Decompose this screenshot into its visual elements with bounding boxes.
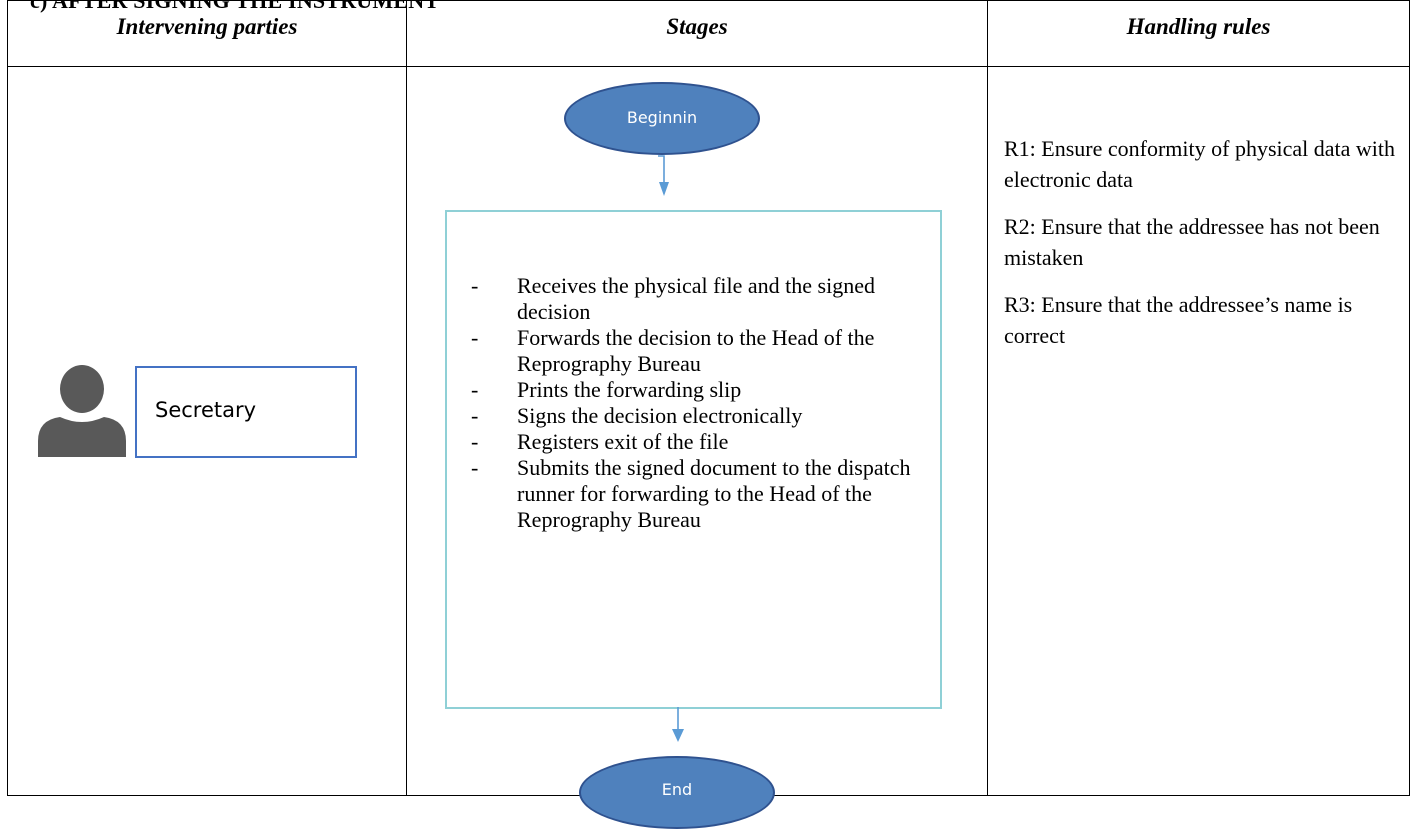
list-item: -Forwards the decision to the Head of th… <box>471 325 875 376</box>
list-item: -Prints the forwarding slip <box>471 377 742 402</box>
table-border-left <box>7 0 8 796</box>
arrow-process-to-end <box>672 707 684 742</box>
list-item: -Registers exit of the file <box>471 429 729 454</box>
table-border-col2 <box>987 0 988 796</box>
role-box: Secretary <box>135 366 357 458</box>
table-border-right <box>1409 0 1410 796</box>
table-border-top <box>7 0 1410 1</box>
table-border-header-bottom <box>7 66 1410 67</box>
rule-r2: R2: Ensure that the addressee has not be… <box>1004 214 1380 270</box>
handling-rules: R1: Ensure conformity of physical data w… <box>1004 133 1399 367</box>
rule-r3: R3: Ensure that the addressee’s name is … <box>1004 292 1353 348</box>
start-label: Beginnin <box>626 108 698 127</box>
process-box: -Receives the physical file and the sign… <box>445 210 942 709</box>
end-terminal: End <box>579 756 775 829</box>
person-icon <box>38 365 126 457</box>
list-item: -Submits the signed document to the disp… <box>471 455 911 532</box>
list-item: -Receives the physical file and the sign… <box>471 273 875 324</box>
arrow-start-to-process <box>658 155 669 196</box>
section-heading: c) AFTER SIGNING THE INSTRUMENT <box>30 0 440 13</box>
column-header-stages: Stages <box>666 14 728 39</box>
start-terminal: Beginnin <box>564 82 760 155</box>
rule-r1: R1: Ensure conformity of physical data w… <box>1004 136 1396 192</box>
table-border-col1 <box>406 0 407 796</box>
column-header-rules: Handling rules <box>1126 14 1271 39</box>
process-steps: -Receives the physical file and the sign… <box>471 273 921 533</box>
role-label: Secretary <box>155 398 257 422</box>
list-item: -Signs the decision electronically <box>471 403 803 428</box>
end-label: End <box>661 780 693 799</box>
column-header-parties: Intervening parties <box>116 14 298 39</box>
